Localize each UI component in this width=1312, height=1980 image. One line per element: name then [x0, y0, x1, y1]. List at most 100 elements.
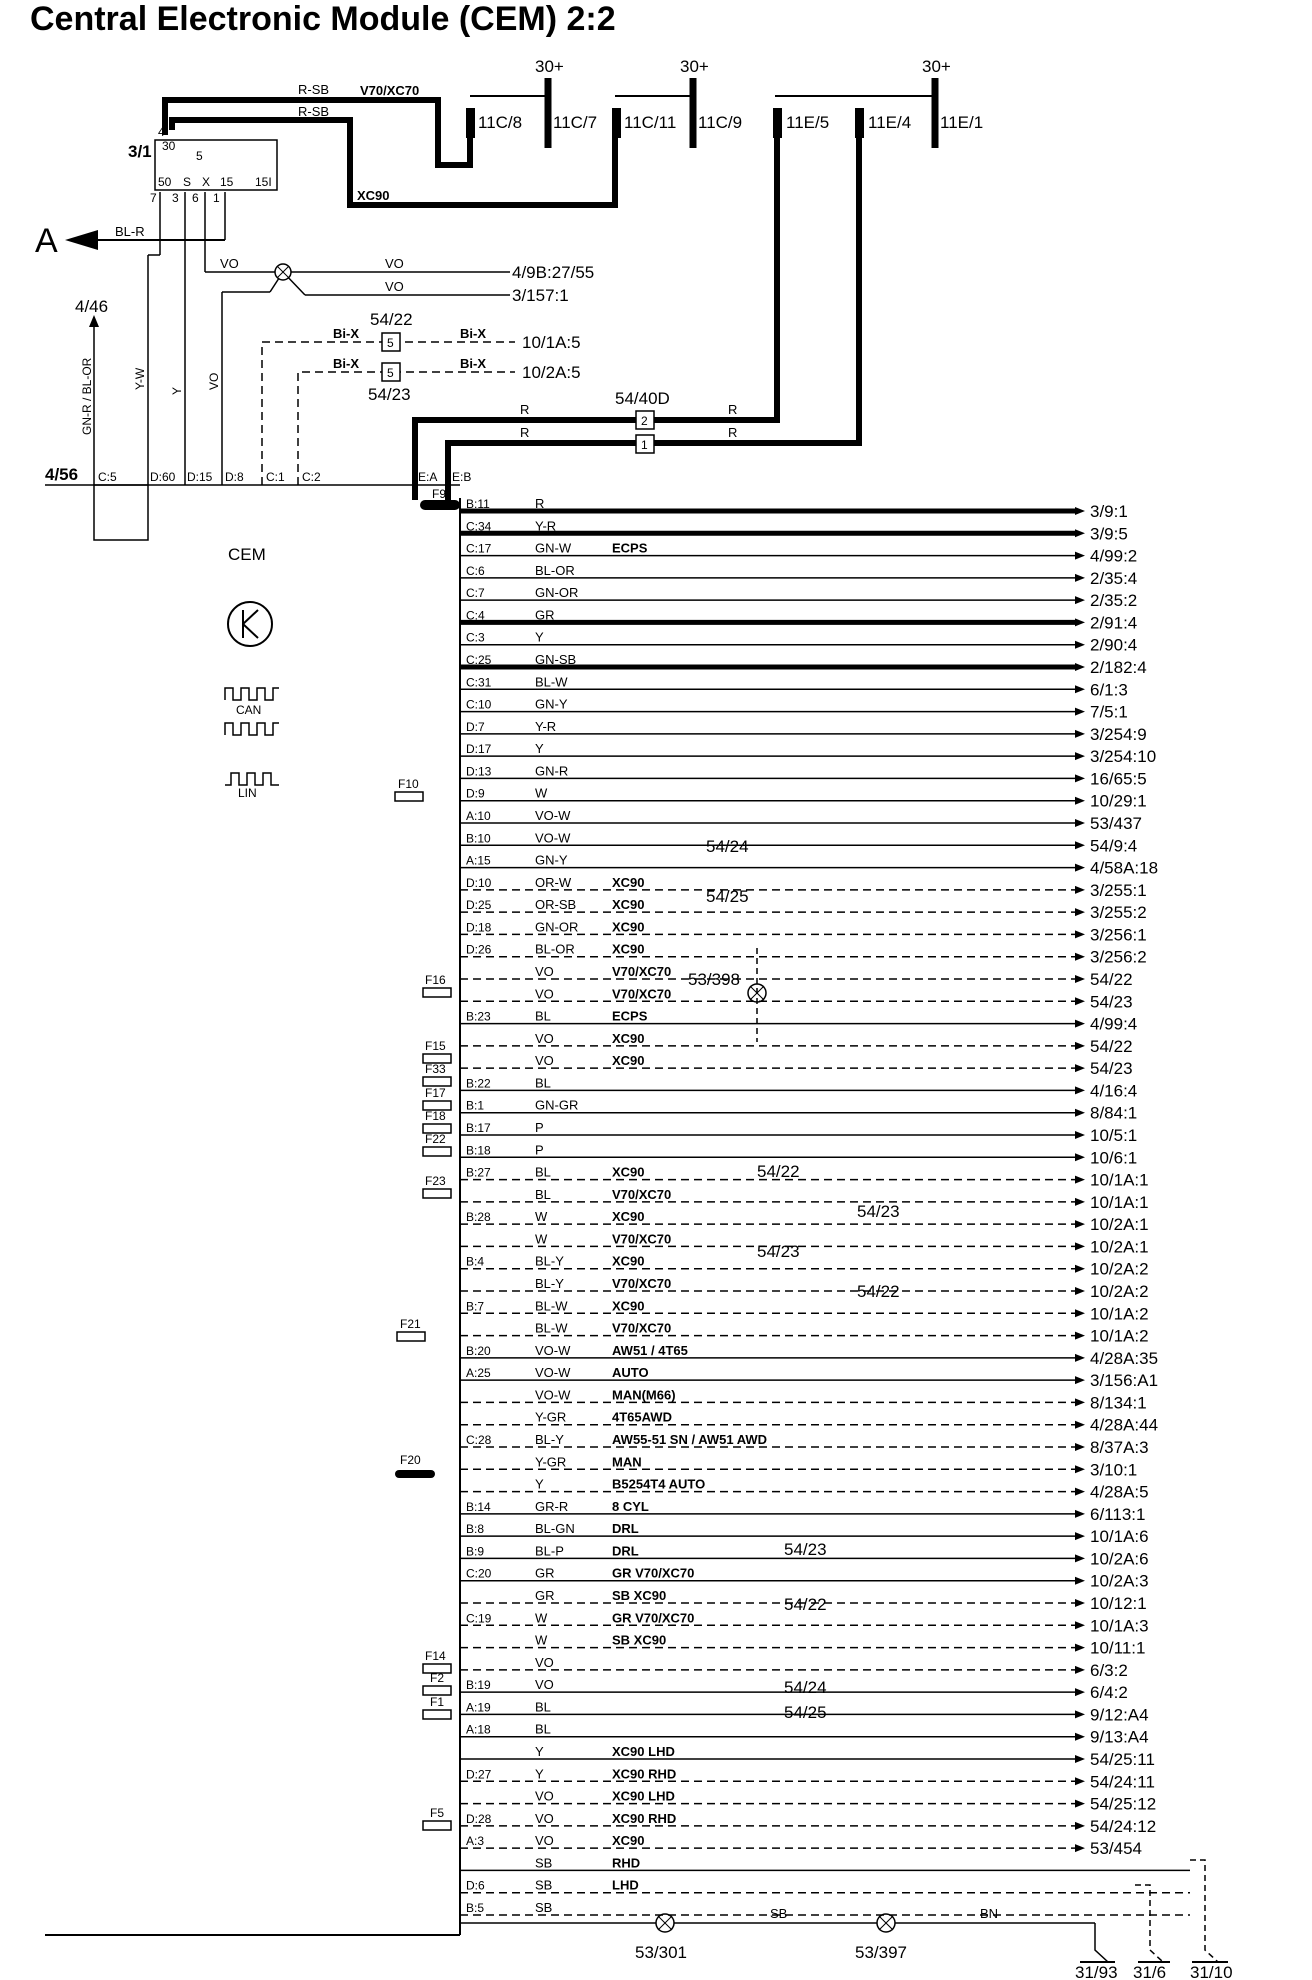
- arrow-icon: [1075, 729, 1085, 738]
- row-wire-12: GN-R: [535, 763, 568, 778]
- wire-bl-r: BL-R: [115, 224, 145, 239]
- row-dest-12: 16/65:5: [1090, 769, 1147, 788]
- row-dest-29: 10/6:1: [1090, 1148, 1137, 1167]
- arrow-icon: [1075, 1264, 1085, 1273]
- row-wire-49: GR: [535, 1588, 555, 1603]
- row-pin-5: C:4: [466, 608, 485, 622]
- row-note-19: XC90: [612, 919, 645, 934]
- row-pin-32: B:28: [466, 1210, 491, 1224]
- arrow-icon: [1075, 1064, 1085, 1073]
- arrow-icon: [1075, 1509, 1085, 1518]
- switch-pin-x: X: [202, 175, 210, 189]
- switch-pin-s: S: [183, 175, 191, 189]
- row-pin-47: B:9: [466, 1544, 484, 1558]
- row-pin-9: C:10: [466, 698, 492, 712]
- row-pin-36: B:7: [466, 1299, 484, 1313]
- row-note-62: LHD: [612, 1878, 639, 1893]
- row-pin-53: B:19: [466, 1678, 491, 1692]
- row-pin-15: B:10: [466, 831, 491, 845]
- row-wire-34: BL-Y: [535, 1254, 564, 1269]
- row-note-42: AW55-51 SN / AW51 AWD: [612, 1432, 767, 1447]
- row-dest-53: 6/4:2: [1090, 1683, 1128, 1702]
- row-dest-57: 54/24:11: [1090, 1772, 1155, 1791]
- row-note-57: XC90 RHD: [612, 1766, 676, 1781]
- conn-54-23-b: 54/23: [757, 1242, 800, 1261]
- pin-5-bix2: 5: [387, 366, 394, 380]
- arrow-icon: [1075, 1131, 1085, 1139]
- wire-r-2: R: [520, 425, 529, 440]
- supply-30-2: 30+: [680, 57, 709, 76]
- row-dest-20: 3/256:2: [1090, 948, 1147, 967]
- wire-r-3: R: [728, 402, 737, 417]
- row-wire-56: Y: [535, 1744, 544, 1759]
- wire-r-4: R: [728, 425, 737, 440]
- row-pin-19: D:18: [466, 920, 492, 934]
- row-dest-23: 4/99:4: [1090, 1015, 1137, 1034]
- ground-31-93: 31/93: [1075, 1963, 1118, 1980]
- wire-rsb-1: R-SB: [298, 82, 329, 97]
- row-dest-19: 3/256:1: [1090, 925, 1147, 944]
- row-dest-49: 10/12:1: [1090, 1594, 1147, 1613]
- conn-54-23-a: 54/23: [857, 1202, 900, 1221]
- row-dest-1: 3/9:5: [1090, 524, 1128, 543]
- conn-d8: D:8: [225, 470, 244, 484]
- fuse-label-11c8: 11C/8: [478, 113, 522, 132]
- row-pin-62: D:6: [466, 1879, 485, 1893]
- switch-bottom-7: 7: [150, 191, 157, 205]
- row-pin-4: C:7: [466, 586, 485, 600]
- arrow-icon: [1075, 1041, 1085, 1050]
- dest-vo-2: 3/157:1: [512, 286, 569, 305]
- row-dest-4: 2/35:2: [1090, 591, 1137, 610]
- fuse-label-11e1: 11E/1: [940, 113, 983, 132]
- row-wire-13: W: [535, 786, 548, 801]
- row-wire-20: BL-OR: [535, 942, 575, 957]
- row-wire-38: VO-W: [535, 1343, 571, 1358]
- dest-bix-1: 10/1A:5: [522, 333, 581, 352]
- switch-bottom-1: 1: [213, 191, 220, 205]
- row-pin-11: D:17: [466, 742, 492, 756]
- row-note-37: V70/XC70: [612, 1321, 671, 1336]
- row-dest-24: 54/22: [1090, 1037, 1133, 1056]
- arrow-icon: [1075, 1019, 1085, 1028]
- static-layer: 30+ 30+ 30+ 11C/8 11C/7 11C/11 11C/9 11E…: [35, 57, 1233, 1980]
- row-pin-38: B:20: [466, 1344, 491, 1358]
- conn-eb: E:B: [452, 470, 471, 484]
- row-note-59: XC90 RHD: [612, 1811, 676, 1826]
- conn-54-22-top: 54/22: [370, 310, 413, 329]
- pin-2-5440d: 2: [641, 414, 648, 428]
- row-wire-37: BL-W: [535, 1321, 568, 1336]
- fuse-f21: F21: [400, 1317, 421, 1331]
- switch-pin-50: 50: [158, 175, 172, 189]
- row-pin-30: B:27: [466, 1166, 491, 1180]
- row-note-18: XC90: [612, 897, 645, 912]
- row-wire-22: VO: [535, 986, 554, 1001]
- conn-54-22-a: 54/22: [757, 1162, 800, 1181]
- row-dest-33: 10/2A:1: [1090, 1237, 1149, 1256]
- row-dest-2: 4/99:2: [1090, 547, 1137, 566]
- row-dest-45: 6/113:1: [1090, 1505, 1145, 1524]
- row-wire-11: Y: [535, 741, 544, 756]
- arrow-icon: [1075, 752, 1085, 761]
- row-note-40: MAN(M66): [612, 1387, 676, 1402]
- arrow-icon: [1075, 1175, 1085, 1184]
- row-dest-59: 54/24:12: [1090, 1817, 1156, 1836]
- arrow-icon: [1075, 1710, 1085, 1719]
- row-dest-9: 7/5:1: [1090, 703, 1128, 722]
- arrow-icon: [1075, 952, 1085, 961]
- row-wire-5: GR: [535, 607, 555, 622]
- switch-pin-30: 30: [162, 139, 176, 153]
- can-label: CAN: [236, 703, 261, 717]
- row-pin-10: D:7: [466, 720, 485, 734]
- arrow-icon: [1075, 1532, 1085, 1541]
- switch-bottom-6: 6: [192, 191, 199, 205]
- row-note-38: AW51 / 4T65: [612, 1343, 688, 1358]
- row-dest-50: 10/1A:3: [1090, 1616, 1149, 1635]
- fuse-f15: F15: [425, 1039, 446, 1053]
- row-wire-60: VO: [535, 1833, 554, 1848]
- fuse-11e5: [773, 108, 782, 138]
- row-wire-23: BL: [535, 1009, 551, 1024]
- can-wave-icon: [224, 687, 279, 701]
- dest-vo-1: 4/9B:27/55: [512, 263, 594, 282]
- row-note-31: V70/XC70: [612, 1187, 671, 1202]
